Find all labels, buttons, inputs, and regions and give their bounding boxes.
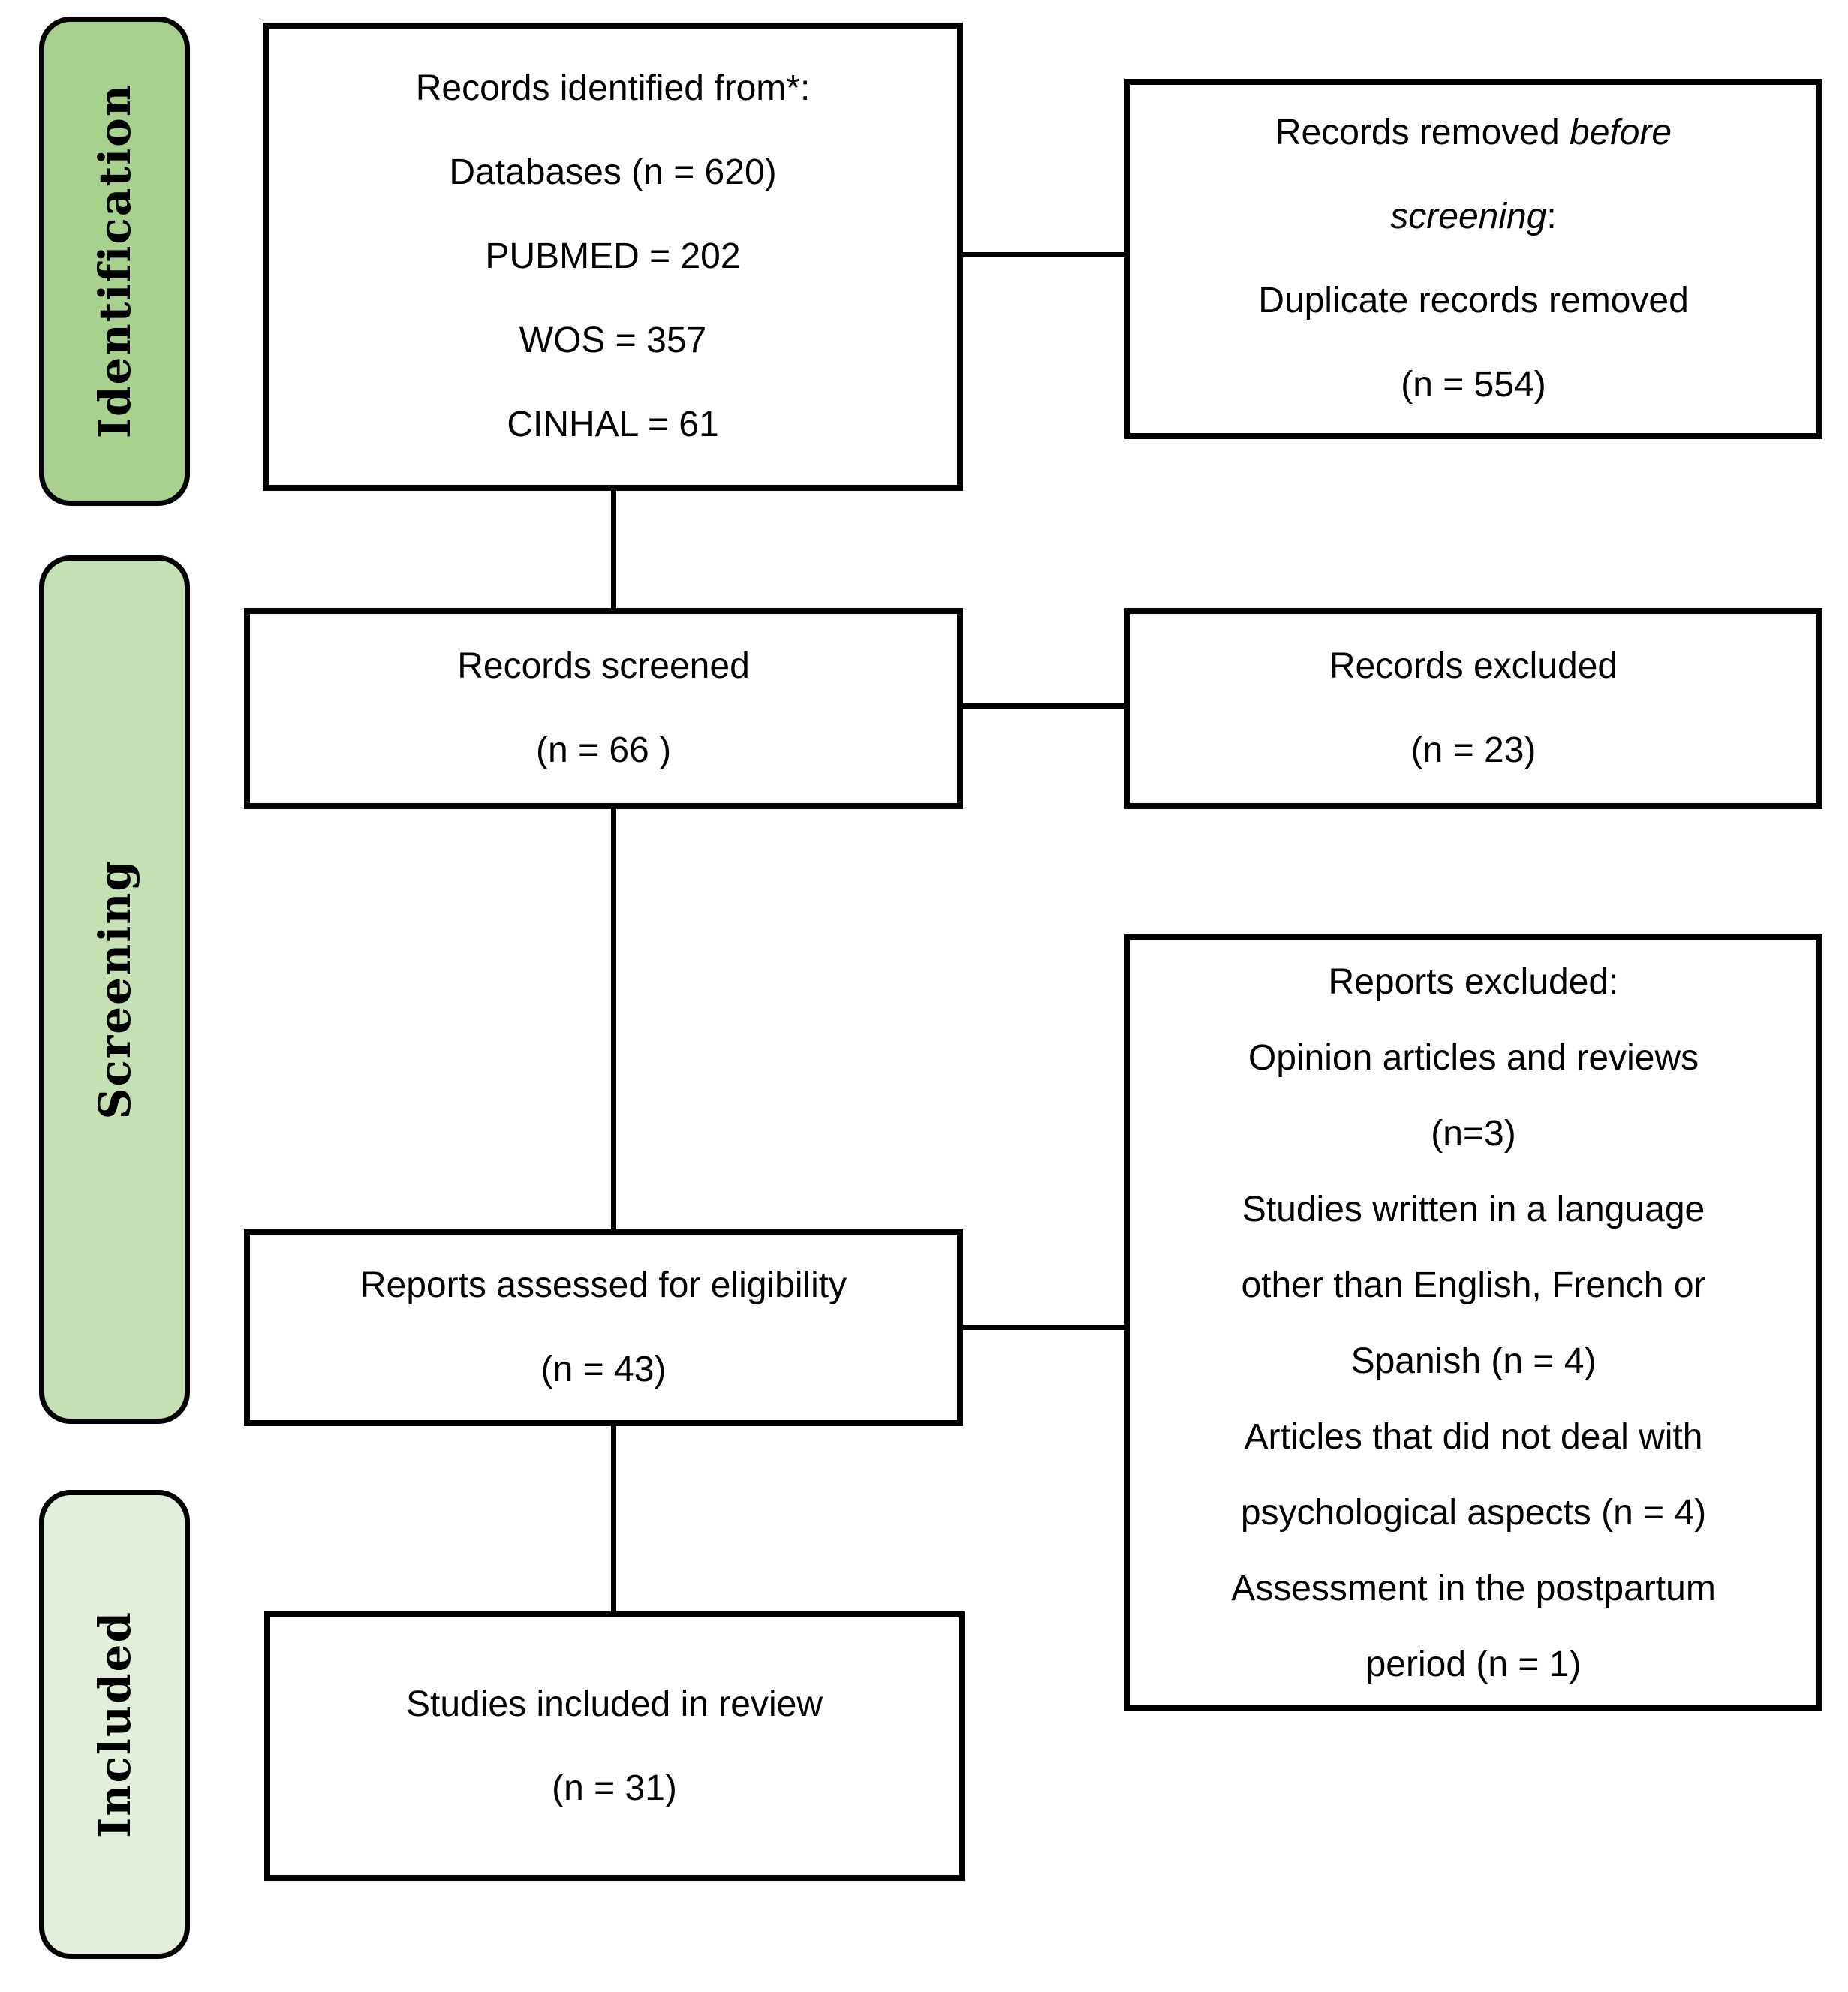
box-studies-included: Studies included in review (n = 31) — [264, 1611, 965, 1881]
box-records-removed-line: Duplicate records removed — [1258, 281, 1689, 320]
box-reports-excluded-line: Spanish (n = 4) — [1350, 1341, 1597, 1381]
box-studies-included-line: (n = 31) — [552, 1768, 677, 1808]
box-reports-excluded-line: Studies written in a language — [1242, 1189, 1705, 1229]
stage-identification: Identification — [39, 17, 190, 506]
box-reports-excluded-line: Reports excluded: — [1328, 961, 1619, 1002]
box-records-removed-before-screening: Records removed before screening: Duplic… — [1124, 79, 1822, 439]
stage-identification-label: Identification — [89, 83, 140, 439]
box-records-excluded: Records excluded (n = 23) — [1124, 608, 1822, 809]
box-records-screened-line: Records screened — [457, 646, 750, 686]
box-reports-excluded: Reports excluded: Opinion articles and r… — [1124, 934, 1822, 1711]
box-reports-assessed-line: Reports assessed for eligibility — [360, 1265, 847, 1305]
box-records-identified: Records identified from*: Databases (n =… — [263, 23, 963, 491]
box-records-identified-line: Records identified from*: — [415, 68, 811, 108]
box-reports-excluded-line: Articles that did not deal with — [1244, 1416, 1703, 1457]
records-removed-italic: before — [1570, 113, 1672, 152]
box-reports-excluded-line: Opinion articles and reviews — [1248, 1037, 1699, 1078]
box-studies-included-line: Studies included in review — [406, 1684, 823, 1724]
connector-identified-to-screened — [611, 488, 616, 611]
records-removed-text: Records removed — [1275, 113, 1570, 152]
box-records-removed-line: (n = 554) — [1401, 365, 1546, 405]
stage-screening-label: Screening — [89, 859, 140, 1120]
connector-screened-to-assessed — [611, 806, 616, 1232]
stage-screening: Screening — [39, 555, 190, 1424]
box-records-identified-line: WOS = 357 — [519, 320, 707, 360]
stage-included: Included — [39, 1490, 190, 1959]
box-reports-excluded-line: (n=3) — [1431, 1113, 1516, 1154]
connector-screened-to-excluded — [959, 703, 1128, 709]
connector-identified-to-removed — [959, 252, 1128, 257]
box-reports-excluded-line: Assessment in the postpartum — [1231, 1568, 1716, 1608]
box-records-identified-line: Databases (n = 620) — [449, 152, 777, 192]
box-records-screened: Records screened (n = 66 ) — [244, 608, 963, 809]
box-reports-excluded-line: period (n = 1) — [1365, 1644, 1582, 1684]
stage-included-label: Included — [89, 1611, 140, 1838]
box-records-removed-line: Records removed before — [1130, 91, 1816, 175]
box-records-excluded-line: Records excluded — [1329, 646, 1618, 686]
box-records-identified-line: CINHAL = 61 — [507, 405, 719, 444]
box-records-screened-line: (n = 66 ) — [535, 730, 672, 770]
box-reports-assessed: Reports assessed for eligibility (n = 43… — [244, 1229, 963, 1426]
box-reports-excluded-line: other than English, French or — [1241, 1265, 1706, 1305]
box-records-removed-line: screening: — [1130, 175, 1816, 259]
connector-assessed-to-reports-excluded — [959, 1325, 1128, 1330]
screening-italic: screening — [1390, 197, 1547, 236]
connector-assessed-to-included — [611, 1423, 616, 1614]
screening-colon: : — [1546, 197, 1557, 236]
box-reports-assessed-line: (n = 43) — [540, 1350, 667, 1389]
box-reports-excluded-line: psychological aspects (n = 4) — [1240, 1492, 1707, 1533]
box-records-excluded-line: (n = 23) — [1410, 730, 1536, 770]
box-records-identified-line: PUBMED = 202 — [485, 236, 741, 276]
